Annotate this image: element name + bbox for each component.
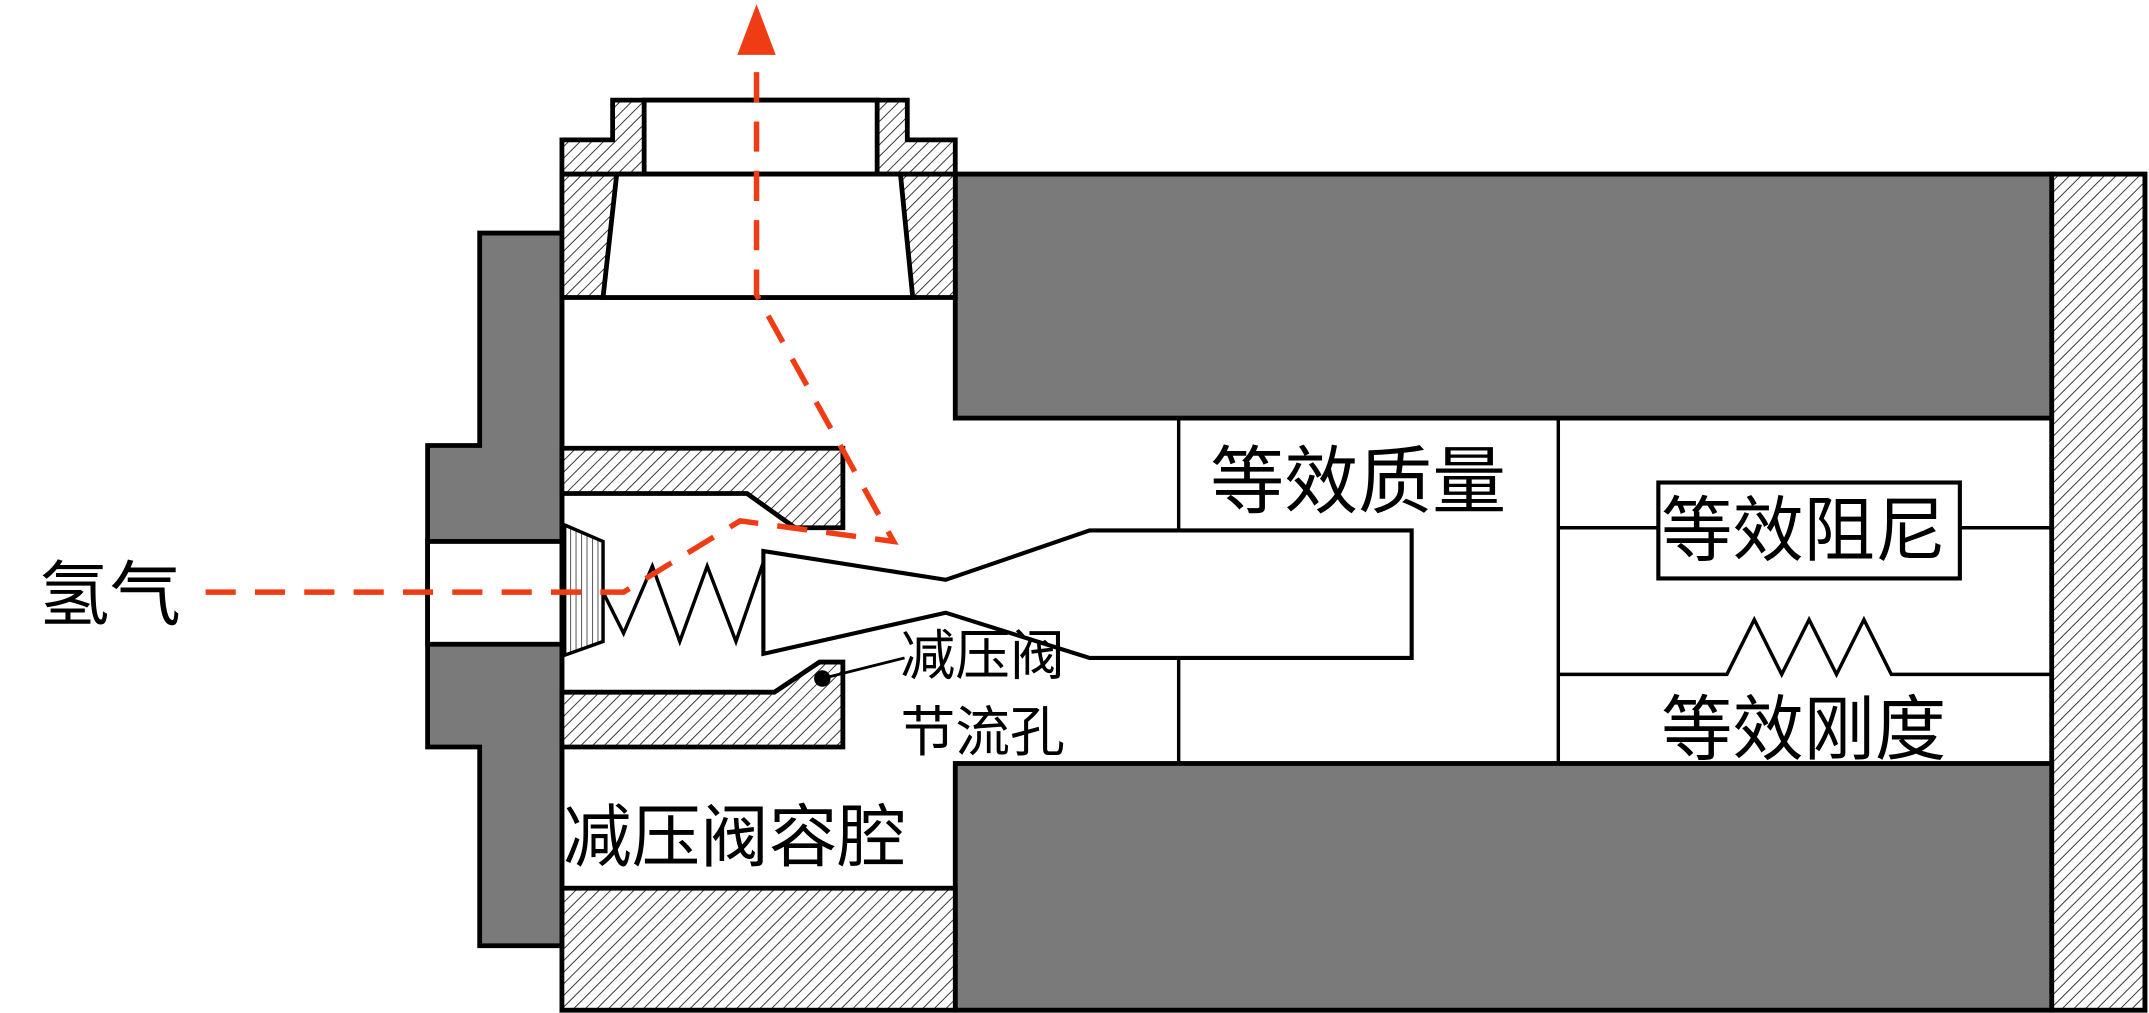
lower-left-wall — [559, 885, 958, 1013]
orifice-label-line1: 减压阀 — [900, 623, 1064, 687]
hydrogen-flow-path — [205, 4, 899, 595]
lower-valve-sleeve — [559, 659, 846, 750]
valve-seat — [562, 522, 605, 658]
orifice-label-line2: 节流孔 — [900, 700, 1064, 764]
hydrogen-label: 氢气 — [38, 554, 181, 637]
right-end-cap — [2049, 171, 2148, 1013]
equivalent-mass-label: 等效质量 — [1210, 439, 1506, 525]
outlet-port — [641, 97, 880, 177]
orifice-leader-line — [821, 656, 905, 680]
poppet-spool — [761, 528, 1414, 660]
equivalent-stiffness-label: 等效刚度 — [1661, 688, 1946, 771]
valve-spring — [601, 561, 766, 647]
equivalent-damping-label: 等效阻尼 — [1661, 489, 1946, 572]
upper-housing-block — [952, 171, 2055, 421]
valve-chamber-label: 减压阀容腔 — [563, 798, 906, 878]
inlet-port — [425, 539, 565, 647]
lower-housing-block — [952, 761, 2055, 1013]
damper-box — [1656, 480, 1962, 581]
orifice-dot — [814, 670, 831, 687]
stiffness-spring — [1558, 615, 2052, 679]
flow-arrow-head — [737, 4, 776, 55]
